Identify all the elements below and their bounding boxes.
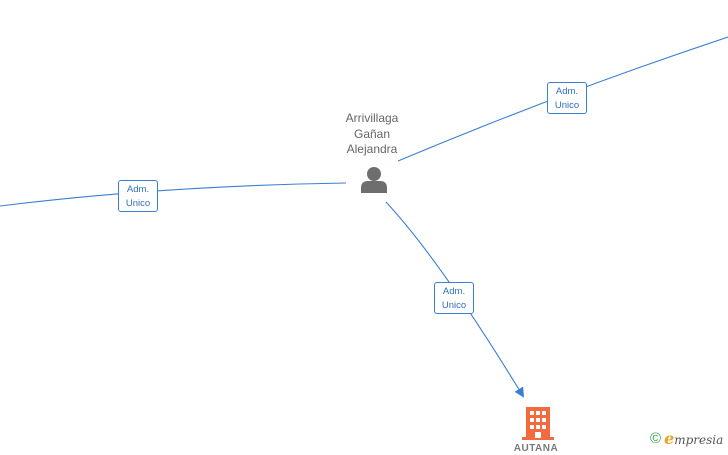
brand-logo: empresia	[664, 428, 724, 449]
relation-role-detail: Unico	[125, 198, 151, 209]
person-name-line-2: Gañan	[353, 126, 391, 141]
relation-role-detail: Unico	[441, 300, 467, 311]
person-name-line-3: Alejandra	[346, 142, 398, 156]
relation-label-company[interactable]: Adm. Unico	[434, 282, 474, 314]
brand-name: mpresia	[674, 432, 724, 447]
relation-label-top-right[interactable]: Adm. Unico	[547, 82, 587, 114]
empresia-watermark: © empresia	[650, 429, 723, 449]
person-name-label[interactable]: Arrivillaga Gañan Alejandra	[322, 111, 422, 158]
relation-role: Adm.	[442, 286, 466, 297]
relation-role: Adm.	[555, 86, 579, 97]
edge-to-company	[385, 201, 525, 398]
company-name-label[interactable]: AUTANA	[513, 443, 559, 454]
relation-role-detail: Unico	[554, 100, 580, 111]
person-icon[interactable]	[361, 167, 387, 193]
person-name-line-1: Arrivillaga	[345, 111, 399, 125]
copyright-icon: ©	[650, 430, 662, 447]
relation-label-left[interactable]: Adm. Unico	[118, 180, 158, 212]
edge-left	[0, 182, 347, 207]
relation-role: Adm.	[126, 184, 150, 195]
brand-initial: e	[664, 428, 675, 448]
building-icon[interactable]	[522, 407, 554, 440]
